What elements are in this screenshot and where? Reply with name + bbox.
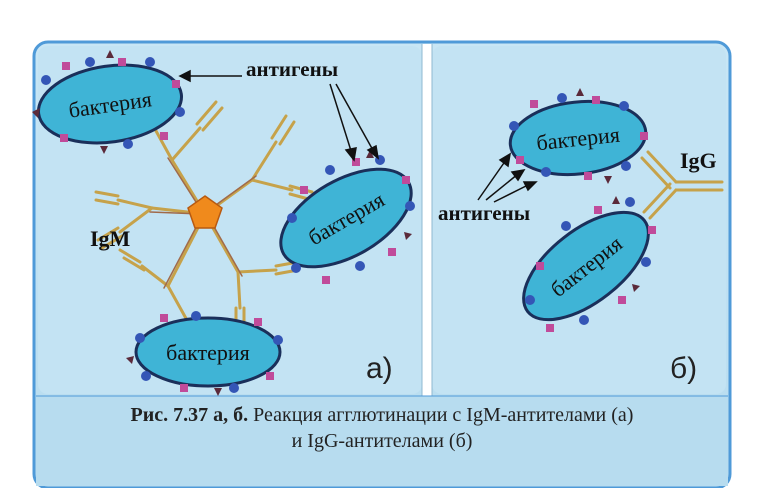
bacterium-label: бактерия: [166, 340, 250, 365]
antigen-label-right: антигены: [438, 201, 530, 225]
caption-line1: Реакция агглютинации с IgM-антителами (а…: [253, 404, 633, 426]
caption-prefix: Рис. 7.37 а, б.: [131, 404, 249, 426]
caption-line2: и IgG-антителами (б): [292, 430, 473, 452]
figure-caption: Рис. 7.37 а, б. Реакция агглютинации с I…: [34, 402, 730, 454]
panel-divider: [422, 44, 432, 396]
igm-label: IgM: [90, 226, 131, 251]
igg-label: IgG: [680, 148, 717, 173]
panel-letter-right: б): [670, 352, 697, 385]
panel-letter-left: а): [366, 352, 393, 385]
antigen-label-left: антигены: [246, 57, 338, 81]
